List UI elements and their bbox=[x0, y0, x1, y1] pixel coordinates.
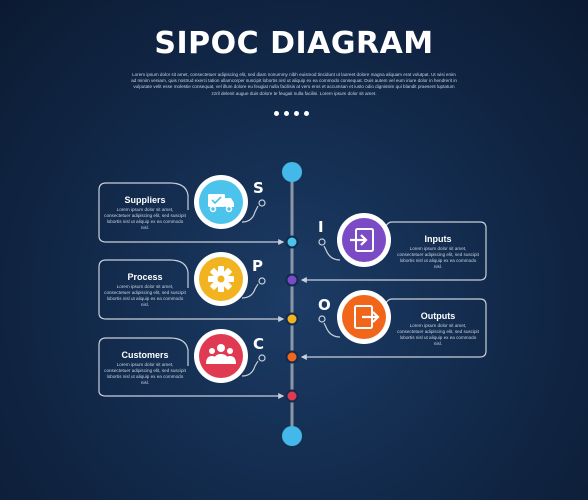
gear-icon bbox=[208, 266, 234, 292]
outputs-group bbox=[285, 290, 487, 364]
timeline-end-node bbox=[282, 426, 302, 446]
letter-o: O bbox=[318, 296, 331, 314]
customers-node bbox=[285, 389, 299, 403]
suppliers-node bbox=[285, 235, 299, 249]
process-node bbox=[285, 312, 299, 326]
outputs-node bbox=[285, 350, 299, 364]
page-subtitle: Lorem ipsum dolor sit amet, consectetuer… bbox=[131, 72, 457, 96]
inputs-node bbox=[285, 273, 299, 287]
delivery-truck-icon bbox=[208, 194, 234, 213]
dot bbox=[284, 111, 289, 116]
dot bbox=[304, 111, 309, 116]
sign-in-icon bbox=[350, 228, 374, 252]
dot bbox=[294, 111, 299, 116]
letter-s: S bbox=[253, 179, 264, 197]
people-group-icon bbox=[206, 344, 236, 364]
outputs-title: Outputs bbox=[420, 311, 456, 321]
customers-connector bbox=[98, 337, 285, 399]
customers-group bbox=[98, 329, 299, 403]
pagination-dots bbox=[274, 111, 309, 116]
suppliers-connector bbox=[98, 182, 285, 245]
process-connector bbox=[98, 259, 285, 322]
page-title: SIPOC DIAGRAM bbox=[154, 26, 434, 61]
letter-c: C bbox=[253, 335, 265, 353]
suppliers-group bbox=[98, 175, 299, 249]
outputs-text: Lorem ipsum dolor sit amet, consectetuer… bbox=[397, 323, 479, 346]
inputs-group bbox=[285, 213, 487, 287]
process-title: Process bbox=[127, 272, 163, 282]
process-text: Lorem ipsum dolor sit amet, consectetuer… bbox=[104, 284, 186, 307]
letter-p: P bbox=[252, 257, 263, 275]
letter-i: I bbox=[318, 218, 324, 236]
inputs-text: Lorem ipsum dolor sit amet, consectetuer… bbox=[397, 246, 479, 269]
process-group bbox=[98, 252, 299, 326]
timeline-start-node bbox=[282, 162, 302, 182]
customers-text: Lorem ipsum dolor sit amet, consectetuer… bbox=[104, 362, 186, 385]
suppliers-connector-tail bbox=[169, 182, 189, 210]
suppliers-text: Lorem ipsum dolor sit amet, consectetuer… bbox=[104, 207, 186, 230]
suppliers-title: Suppliers bbox=[124, 195, 166, 205]
customers-title: Customers bbox=[121, 350, 169, 360]
outputs-connector bbox=[300, 298, 487, 360]
sign-out-icon bbox=[354, 305, 380, 329]
inputs-connector bbox=[300, 221, 487, 283]
dot bbox=[274, 111, 279, 116]
inputs-title: Inputs bbox=[424, 234, 452, 244]
